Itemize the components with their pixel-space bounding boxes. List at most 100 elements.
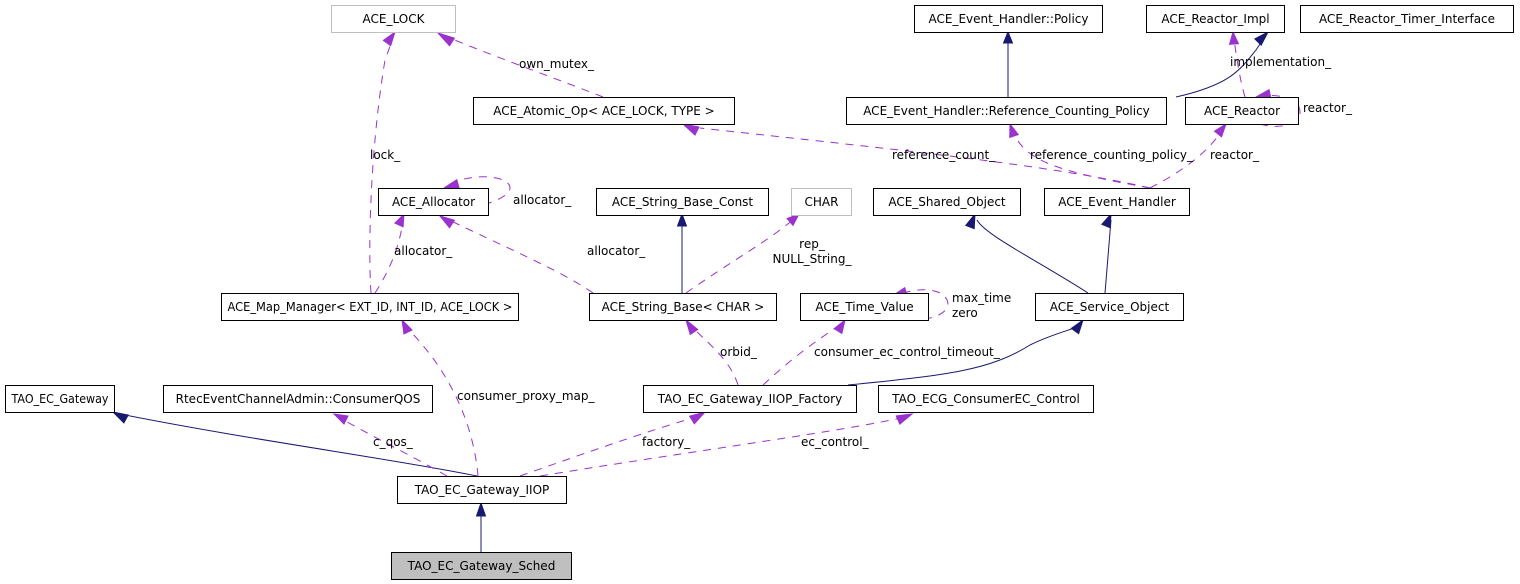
edge-label: consumer_proxy_map_ <box>457 389 596 403</box>
inheritance-edge-string_base-to-sb_const <box>676 212 688 293</box>
class-node-ace-lock[interactable]: ACE_LOCK <box>331 5 456 33</box>
node-box <box>1185 97 1299 125</box>
class-node-atomic-op[interactable]: ACE_Atomic_Op< ACE_LOCK, TYPE > <box>473 97 735 125</box>
arrowhead-icon <box>895 413 914 425</box>
edge-line <box>1011 129 1151 189</box>
arrowhead-icon <box>685 318 699 336</box>
class-node-reactor-timer[interactable]: ACE_Reactor_Timer_Interface <box>1300 5 1514 33</box>
usage-edge-event_handler-to-atomic_op <box>681 123 1151 189</box>
edge-label: ec_control_ <box>801 435 870 449</box>
class-node-sb-const[interactable]: ACE_String_Base_Const <box>596 188 769 216</box>
usage-edge-gateway_iiop-to-ecg_control <box>539 413 914 477</box>
arrowhead-icon <box>401 318 413 335</box>
node-label: ACE_Time_Value <box>815 300 913 314</box>
edge-line <box>519 415 701 477</box>
edge-line <box>374 219 404 294</box>
arrowhead-icon <box>394 212 405 228</box>
node-label: ACE_Reactor <box>1204 104 1280 118</box>
edge-line <box>1259 95 1301 127</box>
arrowhead-icon <box>438 215 456 229</box>
usage-edge-string_base-to-allocator <box>438 215 594 294</box>
node-label: ACE_Event_Handler::Policy <box>929 12 1089 26</box>
arrowhead-icon <box>1009 122 1020 139</box>
edge-label: zero <box>952 306 978 320</box>
node-box <box>391 552 572 580</box>
class-node-ec-gateway[interactable]: TAO_EC_Gateway <box>5 385 115 413</box>
class-node-reactor-impl[interactable]: ACE_Reactor_Impl <box>1146 5 1285 33</box>
node-label: TAO_EC_Gateway_IIOP <box>414 483 550 497</box>
class-node-event-handler[interactable]: ACE_Event_Handler <box>1044 188 1190 216</box>
edge-line <box>539 416 906 477</box>
class-node-char[interactable]: CHAR <box>791 188 852 216</box>
node-label: ACE_Map_Manager< EXT_ID, INT_ID, ACE_LOC… <box>228 300 513 314</box>
edge-line <box>439 176 511 215</box>
arrowhead-icon <box>1213 122 1227 138</box>
node-box <box>800 293 929 321</box>
node-box <box>846 97 1167 125</box>
inheritance-edge-gateway_sched-to-gateway_iiop <box>475 501 487 552</box>
class-node-gateway-sched[interactable]: TAO_EC_Gateway_Sched <box>391 552 572 580</box>
class-node-ref-policy[interactable]: ACE_Event_Handler::Reference_Counting_Po… <box>846 97 1167 125</box>
class-node-iiop-factory[interactable]: TAO_EC_Gateway_IIOP_Factory <box>643 385 857 413</box>
arrowhead-icon <box>475 501 487 517</box>
edge-label: factory_ <box>642 435 691 449</box>
edge-label: orbid_ <box>720 345 758 359</box>
edge-label: rep_ <box>799 237 826 251</box>
class-node-consumer-qos[interactable]: RtecEventChannelAdmin::ConsumerQOS <box>163 385 433 413</box>
arrowhead-icon <box>964 212 976 230</box>
class-node-gateway-iiop[interactable]: TAO_EC_Gateway_IIOP <box>397 476 567 504</box>
node-box <box>378 188 489 216</box>
edge-line <box>685 217 796 294</box>
edge-label: reactor_ <box>1210 148 1260 162</box>
class-node-ecg-control[interactable]: TAO_ECG_ConsumerEC_Control <box>878 385 1094 413</box>
node-label: ACE_LOCK <box>363 12 426 26</box>
arrowhead-icon <box>676 212 688 227</box>
node-label: ACE_Shared_Object <box>888 195 1006 209</box>
arrowhead-icon <box>1070 318 1084 335</box>
node-box <box>643 385 857 413</box>
inheritance-edge-reactor-to-reactor_timer <box>1175 30 1270 98</box>
edge-line <box>1175 37 1265 98</box>
usage-edge-event_handler-to-reactor <box>1149 122 1227 189</box>
inheritance-edge-iiop_factory-to-service_obj <box>847 318 1084 386</box>
node-label: ACE_String_Base< CHAR > <box>602 300 765 314</box>
arrowhead-icon <box>833 318 846 335</box>
node-box <box>331 5 456 33</box>
node-box <box>1300 5 1514 33</box>
arrowhead-icon <box>688 411 707 425</box>
edge-label: allocator_ <box>394 244 453 258</box>
edge-label: reactor_ <box>1303 101 1353 115</box>
usage-edge-gateway_iiop-to-map_manager <box>401 318 479 477</box>
inheritance-edge-service_obj-to-event_handler <box>1101 212 1112 294</box>
node-label: TAO_EC_Gateway_IIOP_Factory <box>657 392 842 406</box>
edge-label: lock_ <box>370 148 401 162</box>
class-node-string-base[interactable]: ACE_String_Base< CHAR > <box>589 293 777 321</box>
usage-edge-atomic_op-to-ace_lock <box>436 31 604 98</box>
class-node-map-manager[interactable]: ACE_Map_Manager< EXT_ID, INT_ID, ACE_LOC… <box>221 293 519 321</box>
node-box <box>1146 5 1285 33</box>
edge-line <box>439 33 604 98</box>
class-node-service-obj[interactable]: ACE_Service_Object <box>1035 293 1184 321</box>
class-node-allocator[interactable]: ACE_Allocator <box>378 188 489 216</box>
usage-edge-map_manager-to-allocator <box>374 212 405 294</box>
node-box <box>221 293 519 321</box>
inheritance-edge-service_obj-to-shared_obj <box>964 212 1089 294</box>
edge-label: max_time <box>952 291 1011 305</box>
node-label: ACE_Reactor_Impl <box>1161 12 1269 26</box>
inheritance-edge-gateway_iiop-to-ec_gateway <box>111 411 478 477</box>
class-node-shared-obj[interactable]: ACE_Shared_Object <box>873 188 1021 216</box>
node-box <box>5 385 115 413</box>
arrowhead-icon <box>442 178 460 189</box>
arrowhead-icon <box>681 123 700 136</box>
node-box <box>397 476 567 504</box>
arrowhead-icon <box>1002 30 1014 44</box>
usage-edge-event_handler-to-ref_policy <box>1009 122 1151 189</box>
node-label: ACE_Allocator <box>392 195 475 209</box>
class-node-eh-policy[interactable]: ACE_Event_Handler::Policy <box>914 5 1103 33</box>
node-box <box>163 385 433 413</box>
class-node-time-value[interactable]: ACE_Time_Value <box>800 293 929 321</box>
usage-edge-iiop_factory-to-string_base <box>685 318 739 386</box>
class-node-reactor[interactable]: ACE_Reactor <box>1185 97 1299 125</box>
arrowhead-icon <box>1101 212 1112 229</box>
